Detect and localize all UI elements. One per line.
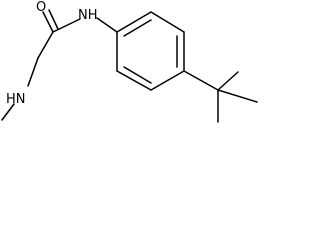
ring-bond-1 [116, 11, 152, 33]
amine-hn-label: HN [6, 92, 26, 107]
molecule-canvas: O NH HN [0, 0, 262, 142]
bond-carbonyl-nh [52, 18, 81, 33]
bond-tbutyl-methyl-right [217, 89, 258, 103]
oxygen-label: O [36, 0, 46, 15]
structure-drawing: O NH HN [1, 0, 258, 123]
bond-ring-tbutyl [183, 70, 219, 91]
bond-nh-ring [96, 17, 118, 33]
bond-carbonyl-double-b [48, 9, 59, 30]
bond-ch2-nh [27, 57, 39, 87]
ring-inner-bond-3 [123, 66, 152, 84]
bond-tbutyl-methyl-up [217, 71, 239, 91]
ring-inner-bond-1 [123, 19, 152, 37]
bond-carbonyl-ch2 [37, 31, 54, 59]
ring-bond-2 [150, 11, 185, 33]
ring-bond-5 [116, 70, 152, 91]
bond-nh-methyl [1, 103, 15, 121]
ring-bond-4 [150, 70, 185, 91]
amide-nh-label: NH [78, 8, 98, 23]
bond-carbonyl-double-a [42, 11, 54, 33]
